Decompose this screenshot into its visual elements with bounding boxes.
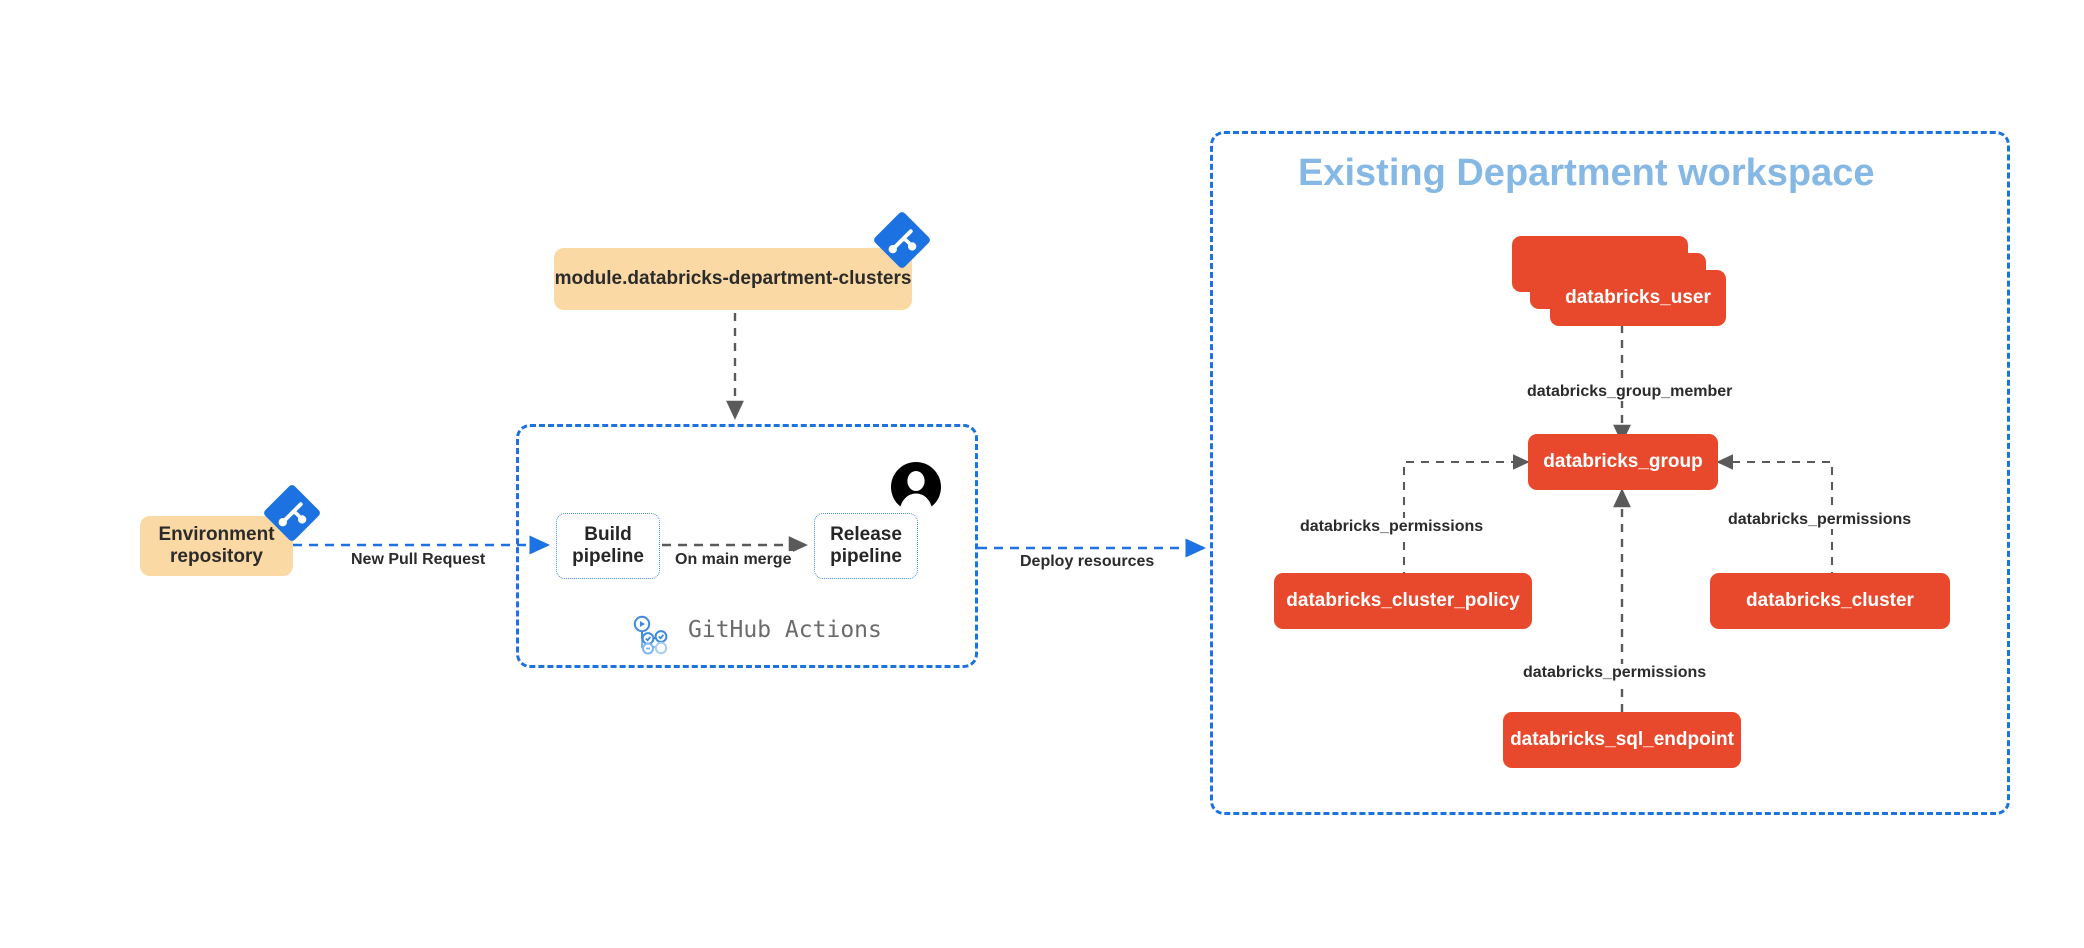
edge-label-permissions-bottom: databricks_permissions xyxy=(1521,664,1709,682)
databricks-cluster-label: databricks_cluster xyxy=(1746,589,1914,611)
databricks-group-label: databricks_group xyxy=(1543,450,1703,472)
databricks-user-label: databricks_user xyxy=(1565,286,1711,308)
github-actions-platform-label: GitHub Actions xyxy=(688,617,882,643)
github-actions-container xyxy=(516,424,978,668)
release-pipeline-node[interactable]: Release pipeline xyxy=(814,513,918,579)
databricks-cluster-policy-label: databricks_cluster_policy xyxy=(1286,589,1520,611)
edge-label-new-pull-request: New Pull Request xyxy=(349,551,488,569)
environment-repository-label-line1: Environment xyxy=(158,523,275,545)
build-pipeline-label-line2: pipeline xyxy=(572,546,644,567)
edge-label-permissions-left: databricks_permissions xyxy=(1298,518,1486,536)
build-pipeline-label-line1: Build xyxy=(584,523,632,545)
git-icon xyxy=(262,483,322,543)
build-pipeline-node[interactable]: Build pipeline xyxy=(556,513,660,579)
workspace-title: Existing Department workspace xyxy=(1298,152,1875,194)
edge-label-permissions-right: databricks_permissions xyxy=(1726,511,1914,529)
release-pipeline-label-line1: Release xyxy=(830,523,902,545)
databricks-cluster-policy-node[interactable]: databricks_cluster_policy xyxy=(1274,573,1532,629)
edge-label-databricks-group-member: databricks_group_member xyxy=(1525,383,1735,401)
edge-label-on-main-merge: On main merge xyxy=(673,551,794,569)
module-label: module.databricks-department-clusters xyxy=(554,267,912,289)
databricks-group-node[interactable]: databricks_group xyxy=(1528,434,1718,490)
environment-repository-label-line2: repository xyxy=(170,546,263,567)
databricks-user-node[interactable]: databricks_user xyxy=(1550,270,1726,326)
user-avatar-icon xyxy=(890,461,942,515)
module-databricks-department-clusters-node[interactable]: module.databricks-department-clusters xyxy=(554,248,912,310)
databricks-sql-endpoint-node[interactable]: databricks_sql_endpoint xyxy=(1503,712,1741,768)
databricks-sql-endpoint-label: databricks_sql_endpoint xyxy=(1510,728,1734,750)
github-actions-icon xyxy=(630,614,676,660)
existing-department-workspace-container xyxy=(1210,131,2010,815)
environment-repository-node[interactable]: Environment repository xyxy=(140,516,293,576)
release-pipeline-label-line2: pipeline xyxy=(830,546,902,567)
git-icon xyxy=(872,210,932,270)
edge-label-deploy-resources: Deploy resources xyxy=(1018,553,1157,571)
databricks-cluster-node[interactable]: databricks_cluster xyxy=(1710,573,1950,629)
